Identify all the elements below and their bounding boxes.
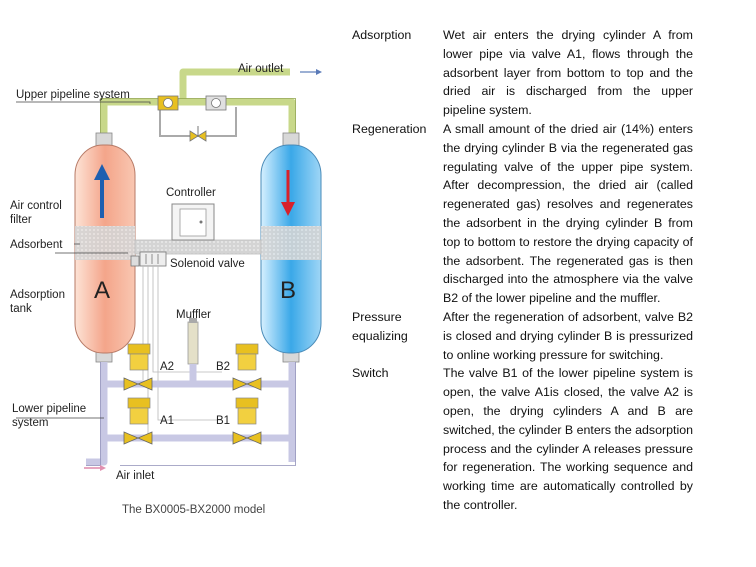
- valve-a2-label: A2: [160, 361, 174, 373]
- step-text: Wet air enters the drying cylinder A fro…: [443, 28, 693, 118]
- valve-b1-label: B1: [216, 415, 230, 427]
- control-lines: [142, 266, 222, 434]
- solenoid-valve: [130, 251, 167, 267]
- air-inlet-arrow: [84, 465, 106, 471]
- leader-lines: [16, 101, 151, 419]
- air-inlet-label: Air inlet: [116, 470, 155, 482]
- model-caption: The BX0005-BX2000 model: [122, 504, 265, 516]
- tank-b-label: B: [280, 277, 296, 304]
- muffler: [187, 318, 199, 365]
- valve-b2: [232, 343, 262, 391]
- step-adsorption: Adsorption Wet air enters the drying cyl…: [352, 26, 694, 120]
- arrow-up-icon: [94, 164, 110, 218]
- step-text: A small amount of the dried air (14%) en…: [443, 121, 693, 306]
- check-valve-left: [157, 95, 179, 111]
- air-control-filter-label-1: Air control: [10, 200, 62, 212]
- step-term: Regeneration: [352, 121, 427, 136]
- adsorbent-layer: [75, 226, 321, 260]
- upper-pipeline: [100, 68, 296, 134]
- tank-a-label: A: [94, 277, 110, 304]
- step-term: Switch: [352, 366, 389, 381]
- step-switch: Switch The valve B1 of the lower pipelin…: [352, 364, 694, 514]
- step-regeneration: Regeneration A small amount of the dried…: [352, 120, 694, 308]
- adsorption-tank-label-1: Adsorption: [10, 289, 65, 301]
- check-valve-right: [205, 95, 227, 111]
- dryer-diagram: Air outlet Upper pipeline system Control…: [10, 63, 322, 516]
- air-outlet-label: Air outlet: [238, 63, 284, 75]
- air-outlet-arrow: [300, 69, 322, 75]
- valve-b1: [232, 397, 262, 445]
- process-description: Adsorption Wet air enters the drying cyl…: [352, 26, 694, 515]
- step-term: Adsorption: [352, 28, 412, 42]
- valve-a1: [123, 397, 153, 445]
- lower-pipeline: [86, 362, 296, 466]
- valve-b2-label: B2: [216, 361, 230, 373]
- solenoid-valve-label: Solenoid valve: [170, 258, 245, 270]
- lower-pipeline-label-2: system: [12, 417, 48, 429]
- adsorption-tank-label-2: tank: [10, 303, 32, 315]
- step-pressure-equalizing: Pressure equalizing After the regenerati…: [352, 308, 694, 364]
- step-text: The valve B1 of the lower pipeline syste…: [443, 366, 694, 512]
- lower-pipeline-label-1: Lower pipeline: [12, 403, 86, 415]
- controller-label: Controller: [166, 187, 216, 199]
- air-control-filter-label-2: filter: [10, 214, 32, 226]
- valve-a2: [123, 343, 153, 391]
- arrow-down-icon: [281, 170, 295, 216]
- upper-pipeline-label: Upper pipeline system: [16, 89, 130, 101]
- step-term: Pressure equalizing: [352, 309, 408, 343]
- step-text: After the regeneration of adsorbent, val…: [443, 309, 693, 362]
- controller-box: [171, 203, 215, 241]
- adsorbent-label: Adsorbent: [10, 239, 63, 251]
- valve-a1-label: A1: [160, 415, 174, 427]
- upper-pipeline-outline: [100, 98, 296, 134]
- muffler-label: Muffler: [176, 309, 211, 321]
- regulating-valve-loop: [159, 107, 237, 142]
